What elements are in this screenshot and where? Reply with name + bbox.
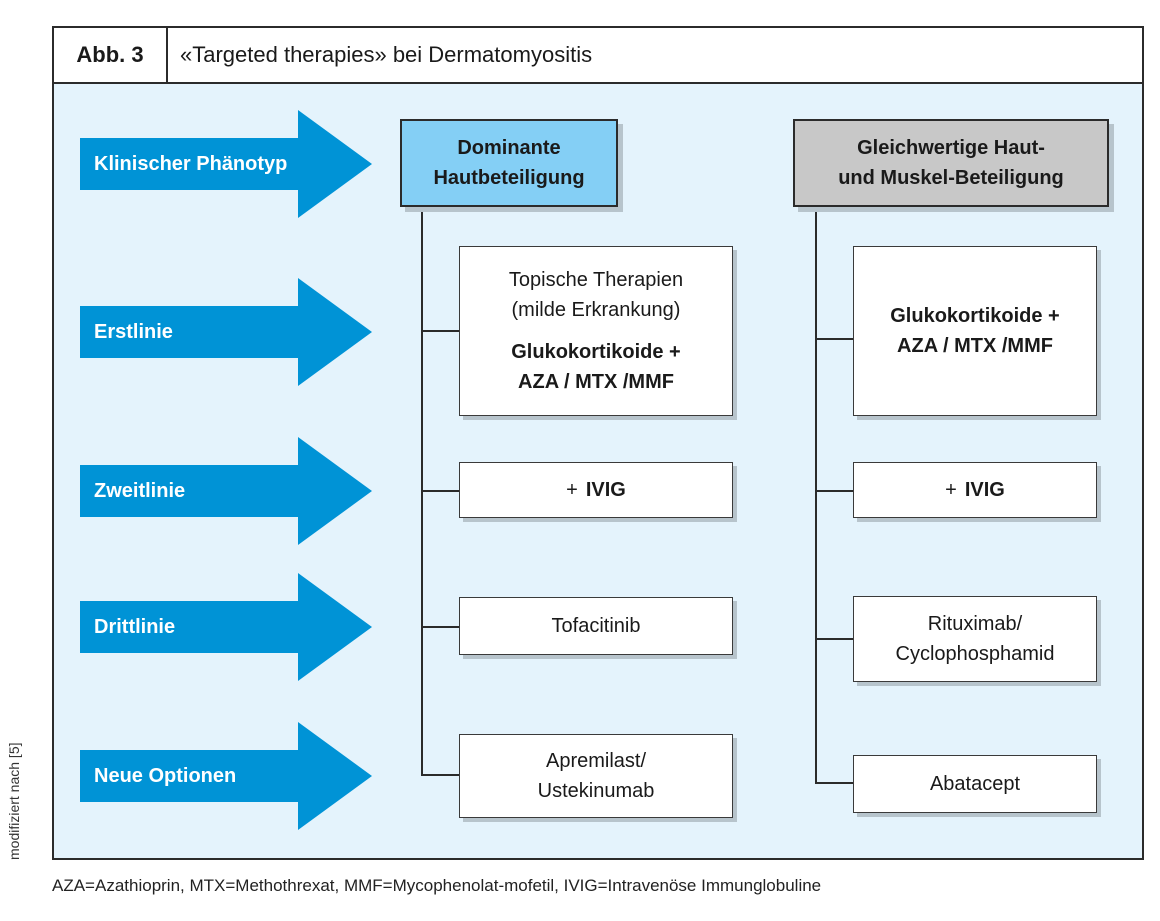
column1-neue-box: Apremilast/ Ustekinumab bbox=[459, 734, 733, 818]
column1-connector-zweitlinie bbox=[421, 490, 460, 492]
row-label-erstlinie: Erstlinie bbox=[94, 320, 173, 343]
column1-erstlinie-line1: Topische Therapien bbox=[508, 269, 684, 291]
column1-drittlinie-box: Tofacitinib bbox=[459, 597, 733, 655]
column1-neue-line1: Apremilast/ bbox=[545, 750, 647, 772]
row-label-zweitlinie: Zweitlinie bbox=[94, 479, 186, 502]
column2-neue-box: Abatacept bbox=[853, 755, 1097, 813]
column1-erstlinie-line4: AZA / MTX /MMF bbox=[518, 371, 674, 393]
column2-erstlinie-line3: Glukokortikoide + bbox=[890, 305, 1060, 327]
source-note: modifiziert nach [5] bbox=[6, 742, 22, 861]
row-arrow-zweitlinie: Zweitlinie bbox=[80, 437, 372, 545]
arrow-shape-icon bbox=[80, 437, 372, 545]
row-arrow-phenotyp: Klinischer Phänotyp bbox=[80, 110, 372, 218]
row-label-drittlinie: Drittlinie bbox=[94, 615, 176, 638]
column2-zweitlinie-drug: IVIG bbox=[964, 479, 1005, 501]
row-arrow-erstlinie: Erstlinie bbox=[80, 278, 372, 386]
column2-header-line1: Gleichwertige Haut- bbox=[857, 137, 1045, 159]
column1-connector-erstlinie bbox=[421, 330, 460, 332]
column2-zweitlinie-box: + IVIG bbox=[853, 462, 1097, 518]
column1-header-line1: Dominante bbox=[457, 137, 561, 159]
column1-connector-drittlinie bbox=[421, 626, 460, 628]
column1-zweitlinie-plus: + bbox=[566, 479, 578, 501]
column2-erstlinie-box: Glukokortikoide + AZA / MTX /MMF bbox=[853, 246, 1097, 416]
abbreviation-footnote: AZA=Azathioprin, MTX=Methothrexat, MMF=M… bbox=[52, 876, 822, 895]
column2-erstlinie-line4: AZA / MTX /MMF bbox=[897, 335, 1053, 357]
column1-erstlinie-line2: (milde Erkrankung) bbox=[511, 299, 681, 321]
column2-connector-trunk bbox=[815, 206, 817, 784]
column2-neue-line1: Abatacept bbox=[929, 773, 1021, 795]
row-label-neue-optionen: Neue Optionen bbox=[94, 764, 237, 787]
column2-connector-neue bbox=[815, 782, 854, 784]
figure-title: «Targeted therapies» bei Dermatomyositis bbox=[180, 42, 593, 67]
figure-title-bar: Abb. 3 «Targeted therapies» bei Dermatom… bbox=[52, 26, 1144, 84]
column2-connector-drittlinie bbox=[815, 638, 854, 640]
arrow-shape-icon bbox=[80, 722, 372, 830]
column2-drittlinie-line1: Rituximab/ bbox=[927, 613, 1023, 635]
column2-drittlinie-box: Rituximab/ Cyclophosphamid bbox=[853, 596, 1097, 682]
row-label-phenotyp: Klinischer Phänotyp bbox=[94, 152, 288, 175]
column1-header: Dominante Hautbeteiligung bbox=[400, 119, 618, 207]
column1-zweitlinie-drug: IVIG bbox=[585, 479, 626, 501]
row-arrow-drittlinie: Drittlinie bbox=[80, 573, 372, 681]
column2-connector-erstlinie bbox=[815, 338, 854, 340]
column1-zweitlinie-box: + IVIG bbox=[459, 462, 733, 518]
column1-neue-line2: Ustekinumab bbox=[537, 780, 655, 802]
arrow-shape-icon bbox=[80, 278, 372, 386]
column1-header-line2: Hautbeteiligung bbox=[433, 167, 585, 189]
row-arrow-neue-optionen: Neue Optionen bbox=[80, 722, 372, 830]
column2-connector-zweitlinie bbox=[815, 490, 854, 492]
column2-header-line2: und Muskel-Beteiligung bbox=[838, 167, 1064, 189]
arrow-shape-icon bbox=[80, 110, 372, 218]
column1-drittlinie-line1: Tofacitinib bbox=[551, 615, 641, 637]
column2-drittlinie-line2: Cyclophosphamid bbox=[895, 643, 1055, 665]
column1-connector-neue bbox=[421, 774, 460, 776]
column2-header: Gleichwertige Haut- und Muskel-Beteiligu… bbox=[793, 119, 1109, 207]
arrow-shape-icon bbox=[80, 573, 372, 681]
column1-erstlinie-line3: Glukokortikoide + bbox=[511, 341, 681, 363]
column2-zweitlinie-plus: + bbox=[945, 479, 957, 501]
figure-label: Abb. 3 bbox=[54, 28, 168, 82]
column1-erstlinie-box: Topische Therapien (milde Erkrankung) Gl… bbox=[459, 246, 733, 416]
